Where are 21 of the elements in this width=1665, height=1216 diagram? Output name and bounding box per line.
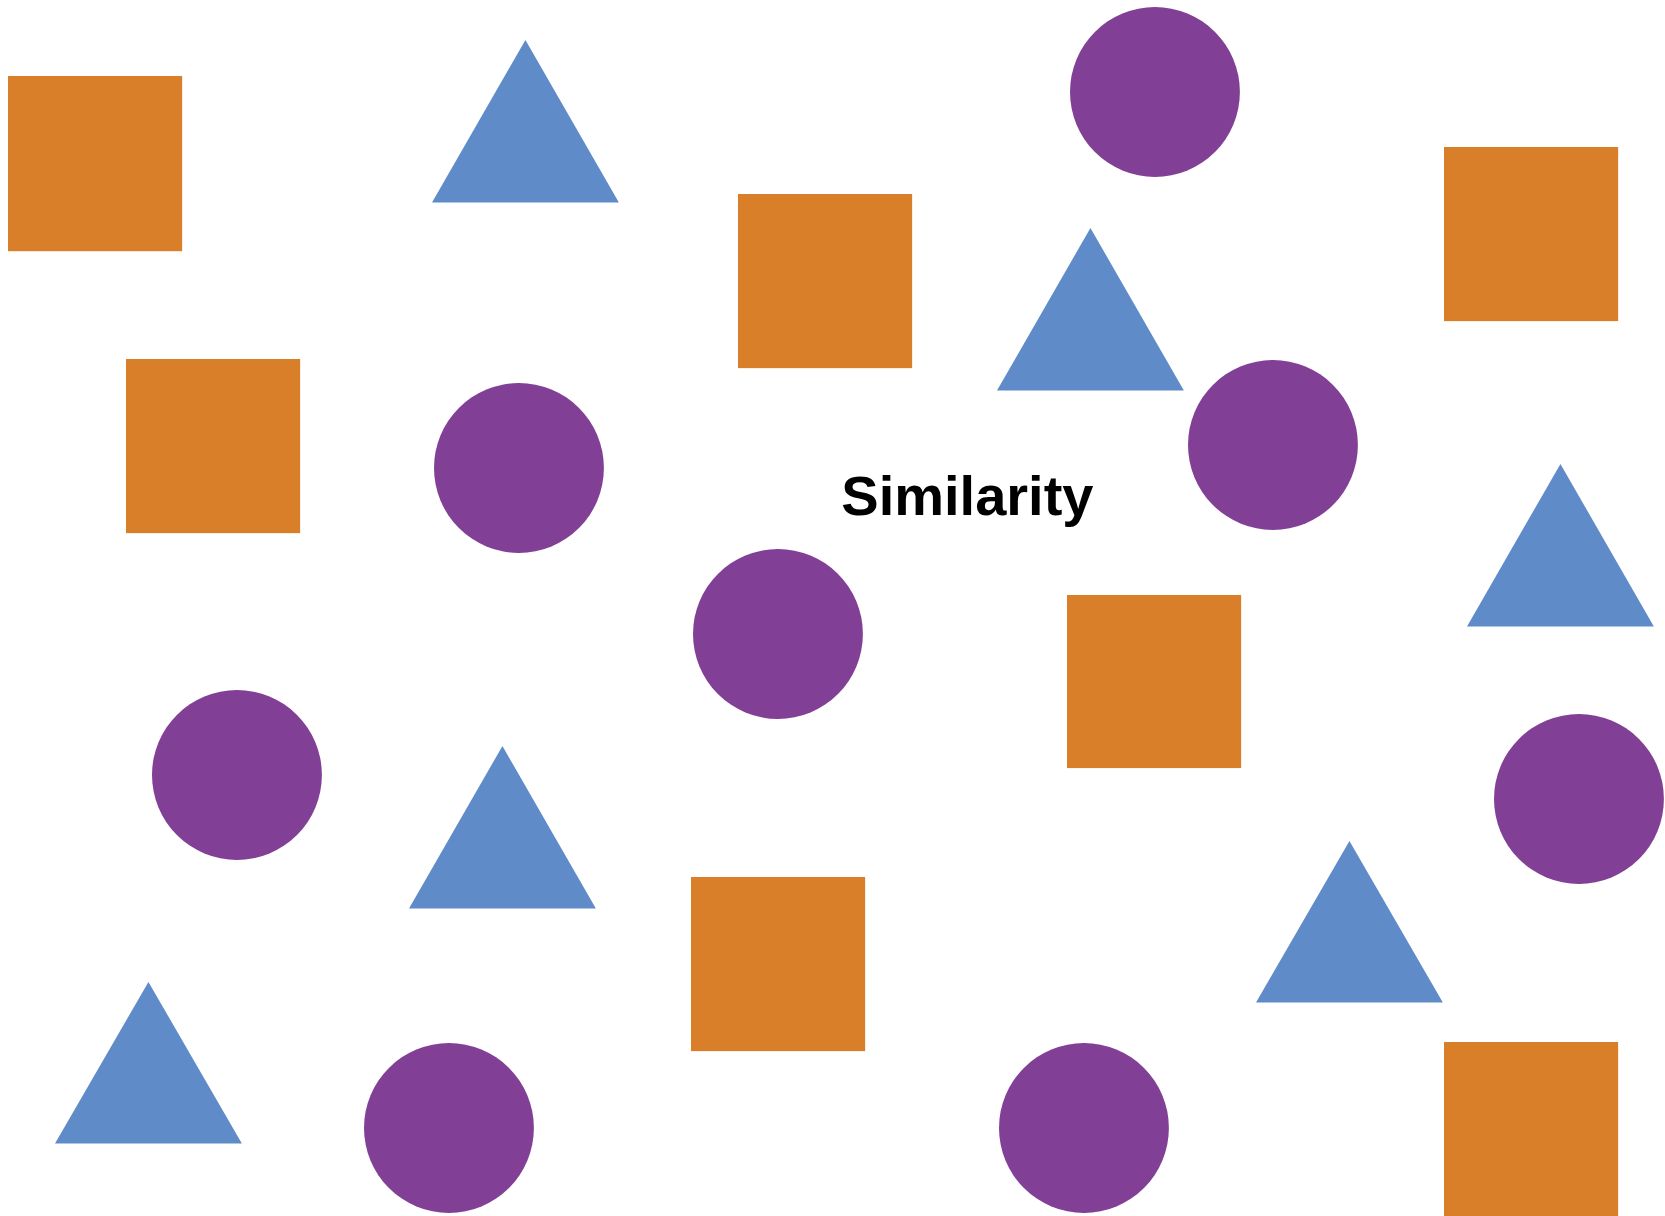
- triangle-shape: [408, 746, 596, 909]
- triangle-shape: [1256, 841, 1444, 1003]
- triangle-shape: [432, 40, 620, 203]
- triangle-shape: [997, 228, 1184, 391]
- square-shape: [8, 76, 183, 252]
- square-shape: [1444, 1041, 1619, 1216]
- circle-shape: [1188, 359, 1359, 530]
- circle-shape: [151, 690, 322, 861]
- circle-shape: [1070, 7, 1241, 178]
- circle-shape: [434, 383, 605, 554]
- triangle-shape: [1467, 464, 1655, 627]
- square-shape: [1444, 146, 1619, 321]
- circle-shape: [364, 1042, 535, 1213]
- circle-shape: [1494, 713, 1664, 884]
- circle-shape: [999, 1042, 1170, 1213]
- square-shape: [1067, 594, 1242, 768]
- triangle-shape: [55, 982, 243, 1144]
- circle-shape: [693, 548, 864, 719]
- square-shape: [738, 194, 913, 369]
- square-shape: [126, 358, 301, 534]
- square-shape: [691, 877, 866, 1052]
